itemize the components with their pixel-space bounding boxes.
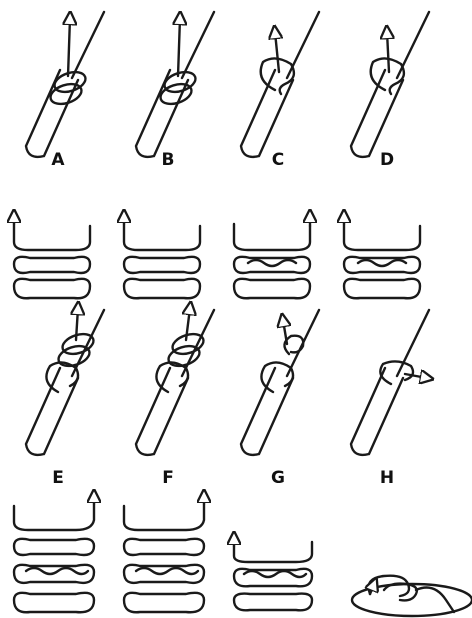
label-d: D	[367, 150, 407, 170]
loop-stack-3	[234, 216, 310, 298]
figure-h	[351, 310, 429, 455]
label-b: B	[148, 150, 188, 170]
label-g: G	[258, 468, 298, 488]
label-a: A	[38, 150, 78, 170]
label-f: F	[148, 468, 188, 488]
loop-stack-5	[14, 496, 94, 612]
figure-f	[136, 308, 214, 455]
loop-stack-7	[234, 538, 312, 610]
loop-stack-2	[124, 216, 200, 298]
label-h: H	[367, 468, 407, 488]
label-c: C	[258, 150, 298, 170]
figure-e	[26, 308, 104, 455]
figure-b	[136, 12, 214, 157]
loop-stack-6	[124, 496, 204, 612]
figure-g	[241, 310, 319, 455]
loop-stack-1	[14, 216, 90, 298]
figure-d	[351, 12, 429, 157]
finished-knot	[352, 576, 472, 616]
figure-c	[241, 12, 319, 157]
label-e: E	[38, 468, 78, 488]
loop-stack-4	[344, 216, 420, 298]
figure-a	[26, 12, 104, 157]
